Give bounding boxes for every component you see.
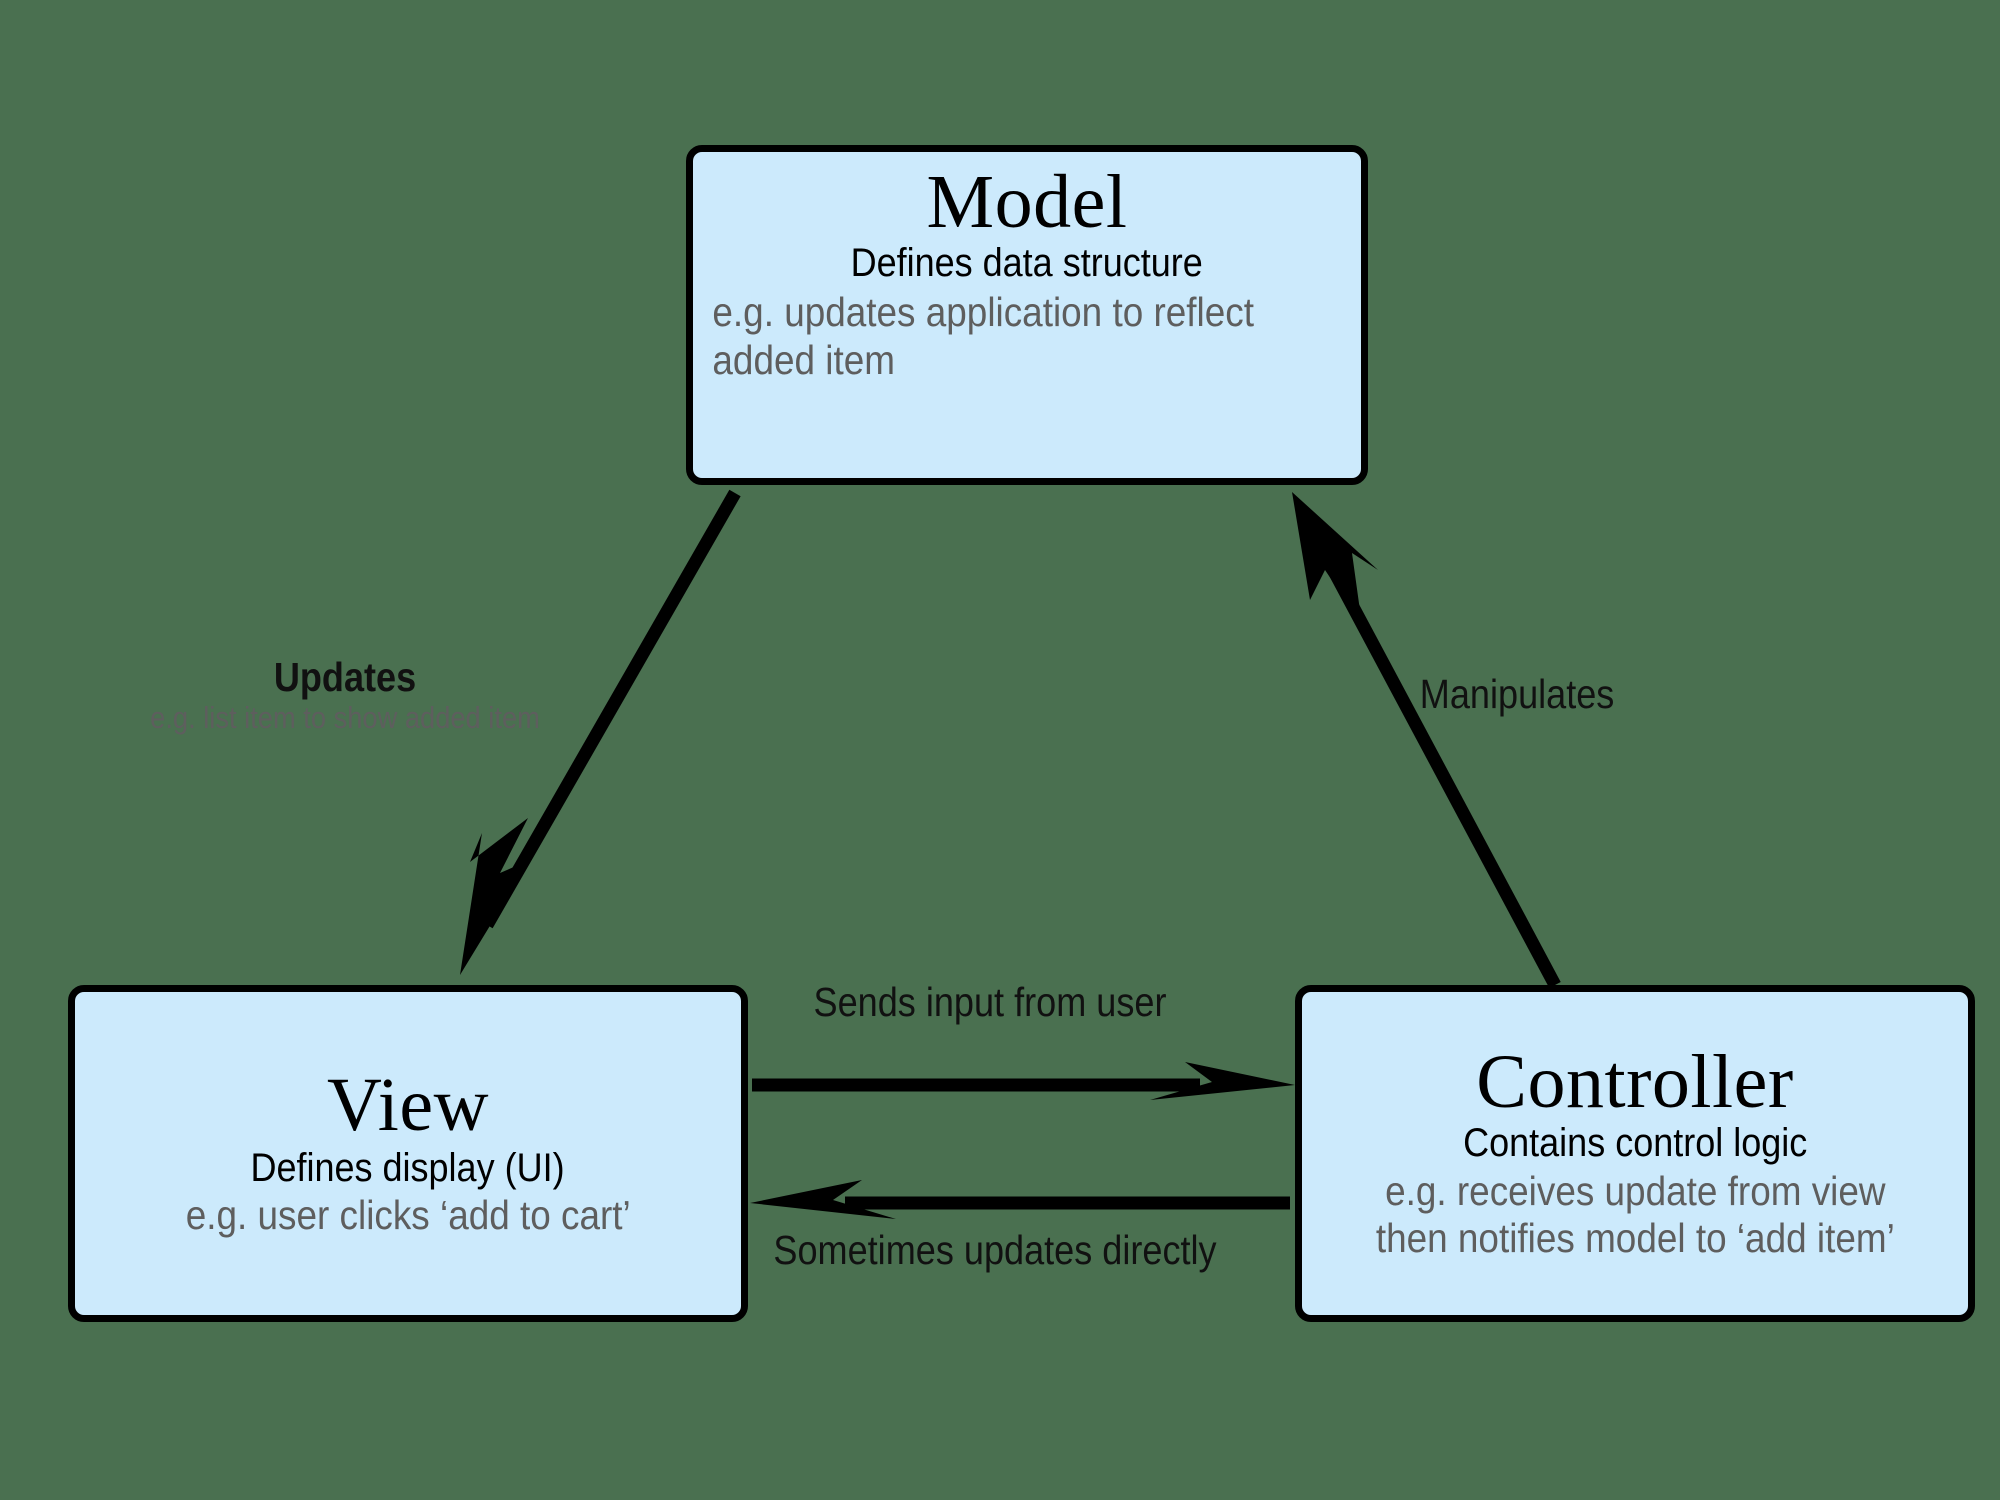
node-controller-example-line2: then notifies model to ‘add item’ bbox=[1375, 1215, 1895, 1262]
arrowhead-model-to-view bbox=[460, 818, 530, 975]
node-view[interactable]: View Defines display (UI) e.g. user clic… bbox=[68, 985, 748, 1322]
node-controller-title: Controller bbox=[1476, 1040, 1794, 1125]
node-view-subtitle: Defines display (UI) bbox=[250, 1146, 566, 1191]
arrowhead-view-to-controller bbox=[1150, 1062, 1295, 1100]
node-controller-example: e.g. receives update from view then noti… bbox=[1376, 1168, 1895, 1263]
node-model-subtitle: Defines data structure bbox=[850, 241, 1204, 285]
edge-label-updates: Updates e.g. list item to show added ite… bbox=[120, 654, 570, 736]
arrowhead-controller-to-model bbox=[1292, 492, 1378, 625]
edge-label-sometimes-updates: Sometimes updates directly bbox=[740, 1227, 1250, 1274]
edge-label-updates-main: Updates bbox=[273, 654, 417, 700]
edge-controller-to-model bbox=[1292, 492, 1561, 989]
node-model-title: Model bbox=[926, 160, 1128, 244]
edge-view-to-controller bbox=[752, 1062, 1295, 1100]
edge-label-manipulates-main: Manipulates bbox=[1419, 671, 1615, 717]
edge-label-sends-input: Sends input from user bbox=[740, 979, 1240, 1026]
edge-controller-to-view bbox=[750, 1180, 1290, 1219]
edge-label-sends-input-main: Sends input from user bbox=[813, 979, 1167, 1025]
node-controller-example-line1: e.g. receives update from view bbox=[1384, 1167, 1886, 1214]
node-model-example: e.g. updates application to reflect adde… bbox=[712, 289, 1254, 383]
node-controller-subtitle: Contains control logic bbox=[1462, 1121, 1808, 1166]
edge-label-updates-sub: e.g. list item to show added item bbox=[150, 699, 540, 735]
edge-label-sometimes-updates-main: Sometimes updates directly bbox=[773, 1227, 1217, 1273]
edge-label-manipulates: Manipulates bbox=[1400, 671, 1730, 718]
arrowhead-controller-to-view bbox=[750, 1180, 896, 1219]
node-view-example: e.g. user clicks ‘add to cart’ bbox=[185, 1192, 631, 1239]
node-controller[interactable]: Controller Contains control logic e.g. r… bbox=[1295, 985, 1975, 1322]
node-model[interactable]: Model Defines data structure e.g. update… bbox=[686, 145, 1368, 485]
node-view-title: View bbox=[326, 1063, 490, 1148]
